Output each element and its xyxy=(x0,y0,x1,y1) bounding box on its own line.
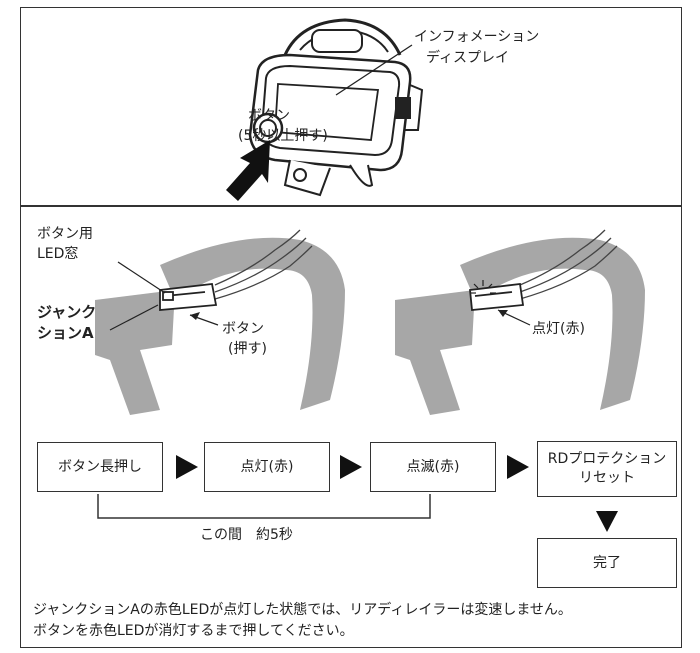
interval-label: この間 約5秒 xyxy=(200,527,293,543)
lit-red-label: 点灯(赤) xyxy=(532,321,585,337)
button-label-line2: (5秒以上押す) xyxy=(238,128,328,144)
handlebar-left xyxy=(95,237,345,415)
rd-reset-line1: RDプロテクション xyxy=(547,451,667,467)
note-line1: ジャンクションAの赤色LEDが点灯した状態では、リアディレイラーは変速しません。 xyxy=(33,602,572,618)
flow-arrow-1-icon xyxy=(176,455,198,479)
cable-right xyxy=(519,229,618,300)
flow-step-rd-protection-reset: RDプロテクション リセット xyxy=(537,441,677,497)
junction-label-line2: ションA xyxy=(37,324,94,342)
rd-reset-line2: リセット xyxy=(579,470,635,486)
flow-step-complete: 完了 xyxy=(537,538,677,588)
button-press-label-line2: (押す) xyxy=(228,341,267,357)
bottom-panel xyxy=(20,205,682,648)
flow-step-blink-red: 点滅(赤) xyxy=(370,442,496,492)
flow-arrow-2-icon xyxy=(340,455,362,479)
flow-step-lit-red: 点灯(赤) xyxy=(204,442,330,492)
flow-step-long-press: ボタン長押し xyxy=(37,442,163,492)
junction-a-left xyxy=(159,283,218,311)
led-lit-icon xyxy=(470,280,496,294)
button-label-line1: ボタン xyxy=(248,108,290,124)
display-label-line2: ディスプレイ xyxy=(426,50,510,66)
display-label-line1: インフォメーション xyxy=(414,29,540,45)
cable-left xyxy=(214,229,313,300)
flow-arrow-down-icon xyxy=(596,511,618,532)
flow-arrow-3-icon xyxy=(507,455,529,479)
led-window-label-line1: ボタン用 xyxy=(37,226,93,242)
press-arrow-icon xyxy=(226,140,270,201)
interval-bracket xyxy=(97,494,431,519)
led-window-label-line2: LED窓 xyxy=(37,246,79,262)
button-press-label-line1: ボタン xyxy=(222,321,264,337)
top-panel xyxy=(20,7,682,207)
junction-label-line1: ジャンク xyxy=(37,303,97,321)
junction-a-right xyxy=(469,283,525,311)
note-line2: ボタンを赤色LEDが消灯するまで押してください。 xyxy=(33,623,354,639)
handlebar-right xyxy=(395,237,645,415)
